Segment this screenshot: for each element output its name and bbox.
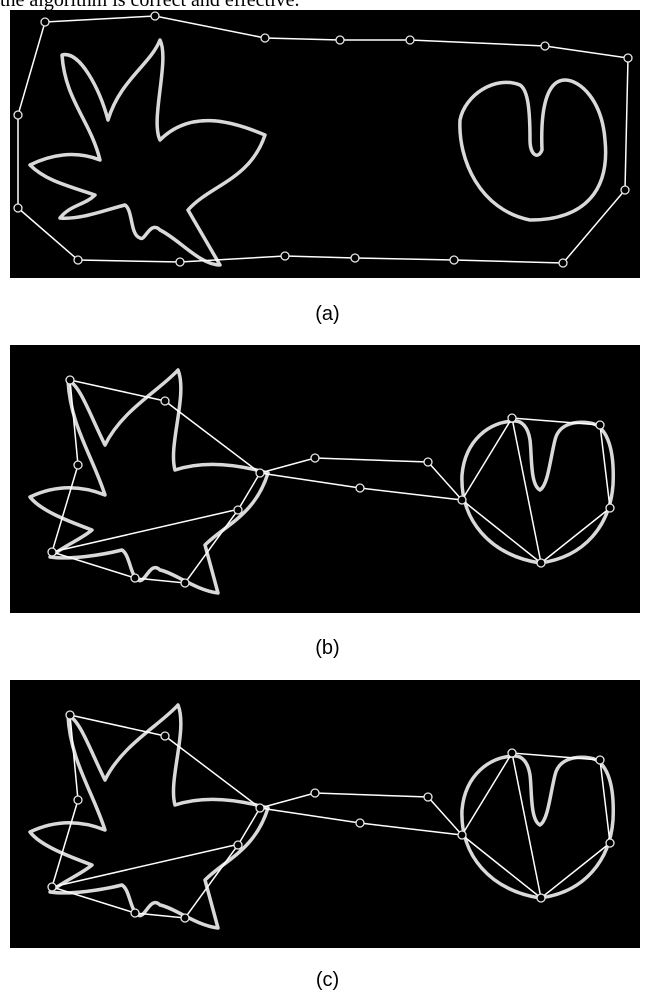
path-node bbox=[74, 796, 82, 804]
hull-node bbox=[336, 36, 344, 44]
path-node bbox=[74, 461, 82, 469]
hull-node bbox=[261, 34, 269, 42]
path-node bbox=[161, 732, 169, 740]
path-heart-inner bbox=[512, 418, 541, 563]
hull-node bbox=[14, 204, 22, 212]
hull-node bbox=[41, 18, 49, 26]
path-node bbox=[48, 548, 56, 556]
path-node bbox=[356, 819, 364, 827]
path-node bbox=[181, 914, 189, 922]
caption-b: (b) bbox=[0, 636, 655, 660]
path-node bbox=[606, 504, 614, 512]
hull-node bbox=[624, 54, 632, 62]
figure-c-canvas bbox=[10, 680, 640, 948]
path-node bbox=[356, 484, 364, 492]
path-leaf bbox=[52, 380, 260, 583]
hull-node bbox=[351, 254, 359, 262]
path-node bbox=[606, 839, 614, 847]
heart-shape bbox=[460, 80, 606, 220]
path-node bbox=[311, 789, 319, 797]
path-node bbox=[458, 831, 466, 839]
path-node bbox=[131, 574, 139, 582]
hull-node bbox=[151, 12, 159, 20]
path-node bbox=[458, 496, 466, 504]
hull-node bbox=[406, 36, 414, 44]
path-leaf-inner bbox=[52, 845, 235, 887]
heart-shape bbox=[462, 756, 613, 898]
caption-c: (c) bbox=[0, 968, 655, 992]
path-node bbox=[66, 711, 74, 719]
path-node bbox=[508, 414, 516, 422]
path-heart-inner bbox=[512, 753, 541, 898]
leaf-shape bbox=[30, 370, 268, 593]
path-node bbox=[256, 469, 264, 477]
leaf-shape bbox=[30, 705, 268, 928]
hull-node bbox=[176, 258, 184, 266]
path-node bbox=[424, 793, 432, 801]
path-node bbox=[596, 756, 604, 764]
hull-nodes bbox=[14, 12, 632, 267]
path-node bbox=[537, 894, 545, 902]
path-node bbox=[424, 458, 432, 466]
path-node bbox=[161, 397, 169, 405]
figure-panel-c bbox=[10, 680, 640, 948]
figure-panel-a bbox=[10, 10, 640, 278]
path-node bbox=[131, 909, 139, 917]
path-node bbox=[508, 749, 516, 757]
hull-node bbox=[74, 256, 82, 264]
heart-shape bbox=[462, 421, 613, 563]
path-node bbox=[234, 841, 242, 849]
path-node bbox=[48, 883, 56, 891]
leaf-shape bbox=[30, 40, 265, 265]
path-node bbox=[66, 376, 74, 384]
hull-node bbox=[559, 259, 567, 267]
convex-hull bbox=[18, 16, 628, 263]
hull-node bbox=[450, 256, 458, 264]
path-node bbox=[256, 804, 264, 812]
path-node bbox=[234, 506, 242, 514]
path-node bbox=[181, 579, 189, 587]
hull-node bbox=[14, 111, 22, 119]
path-node bbox=[537, 559, 545, 567]
hull-node bbox=[281, 252, 289, 260]
path-leaf bbox=[52, 715, 260, 918]
path-node bbox=[311, 454, 319, 462]
path-leaf-inner bbox=[52, 510, 235, 552]
figure-panel-b bbox=[10, 345, 640, 613]
caption-a: (a) bbox=[0, 302, 655, 326]
path-node bbox=[596, 421, 604, 429]
hull-node bbox=[621, 186, 629, 194]
figure-b-canvas bbox=[10, 345, 640, 613]
figure-a-canvas bbox=[10, 10, 640, 278]
hull-node bbox=[541, 42, 549, 50]
